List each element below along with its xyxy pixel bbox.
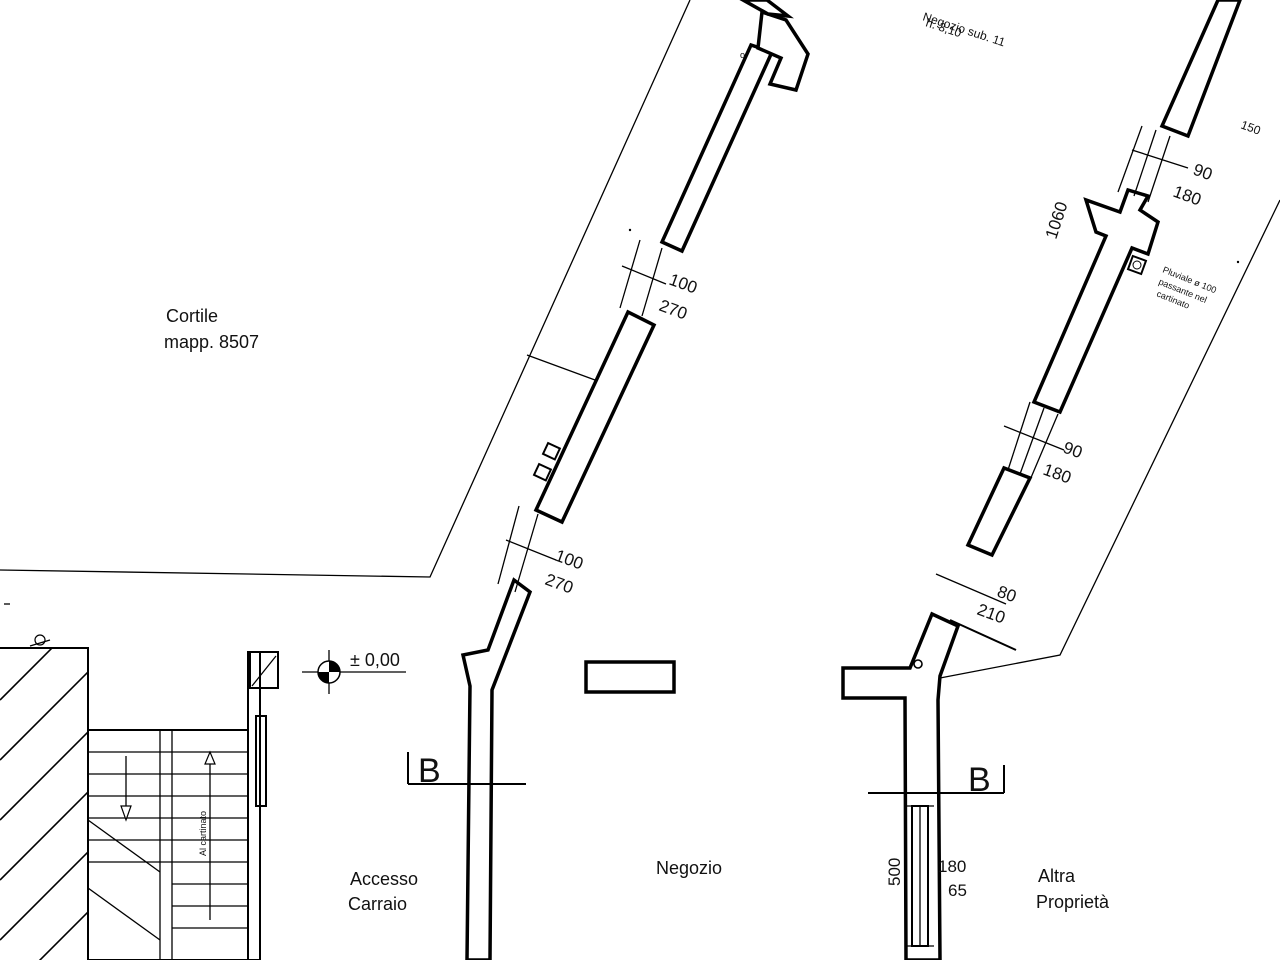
pluviale-circle <box>1132 260 1142 270</box>
counter-block <box>584 660 676 694</box>
wall-right-top <box>1159 0 1242 139</box>
label-altra: Altra <box>1038 866 1076 886</box>
label-quota: ± 0,00 <box>350 650 400 670</box>
wall-left-middle <box>533 309 657 525</box>
fixture-mark-upper: o <box>740 50 745 60</box>
dim-window-ll-height: 270 <box>543 570 576 598</box>
label-cavedio: Al cartinato <box>198 811 208 856</box>
small-dot-2 <box>1236 260 1240 264</box>
window-left-upper <box>619 239 667 317</box>
pluviale-square <box>1126 254 1148 276</box>
dim-window-lr-width: 90 <box>1061 438 1085 462</box>
section-line-right <box>868 765 1005 794</box>
fixture-square-2 <box>532 462 553 482</box>
label-proprieta: Proprietà <box>1036 892 1110 912</box>
wall-right-entry <box>841 611 961 960</box>
door-hinge <box>913 659 923 669</box>
stair-block <box>87 651 279 960</box>
dim-door-width: 80 <box>995 582 1019 606</box>
dim-window-ll-width: 100 <box>553 546 586 574</box>
door-leaf <box>949 619 1017 651</box>
section-label-left: B <box>418 752 441 790</box>
window-left-lower <box>497 505 557 593</box>
courtyard-notch <box>526 354 596 381</box>
door-dim-line <box>935 573 1007 605</box>
stair-column-mark <box>4 603 51 647</box>
wall-left-upper <box>659 42 775 254</box>
wall-right-upper <box>1031 187 1161 415</box>
dim-window-ul-width: 100 <box>667 270 700 298</box>
dim-window-ur-height: 180 <box>1171 182 1204 210</box>
stair-hatched-area <box>0 647 89 960</box>
level-marker <box>302 650 406 694</box>
wall-left-top <box>739 0 794 19</box>
dim-150: 150 <box>1239 118 1263 138</box>
window-bottom-right <box>906 805 934 947</box>
dim-window-ul-height: 270 <box>657 296 690 324</box>
section-label-right: B <box>968 761 991 799</box>
outer-boundary-right <box>939 199 1280 679</box>
dim-1060: 1060 <box>1042 199 1072 241</box>
wall-right-lower <box>965 465 1033 558</box>
dim-window-ur-width: 90 <box>1191 160 1215 184</box>
dim-window-br-width: 180 <box>938 857 966 876</box>
small-dot-1 <box>628 228 632 232</box>
label-cortile: Cortile <box>166 306 218 326</box>
section-line-left <box>407 752 526 785</box>
dim-door-height: 210 <box>975 600 1008 628</box>
label-negozio: Negozio <box>656 858 722 878</box>
wall-left-upper-cap <box>756 9 810 93</box>
fixture-square-1 <box>541 441 562 461</box>
dim-window-lr-height: 180 <box>1041 460 1074 488</box>
label-carraio: Carraio <box>348 894 407 914</box>
courtyard-boundary <box>0 0 691 578</box>
wall-left-lower <box>460 577 533 960</box>
window-right-lower <box>1003 401 1065 481</box>
dim-window-br-height: 65 <box>948 881 967 900</box>
window-right-upper <box>1117 125 1189 203</box>
label-accesso: Accesso <box>350 869 418 889</box>
label-mapp: mapp. 8507 <box>164 332 259 352</box>
dim-500: 500 <box>885 858 904 886</box>
